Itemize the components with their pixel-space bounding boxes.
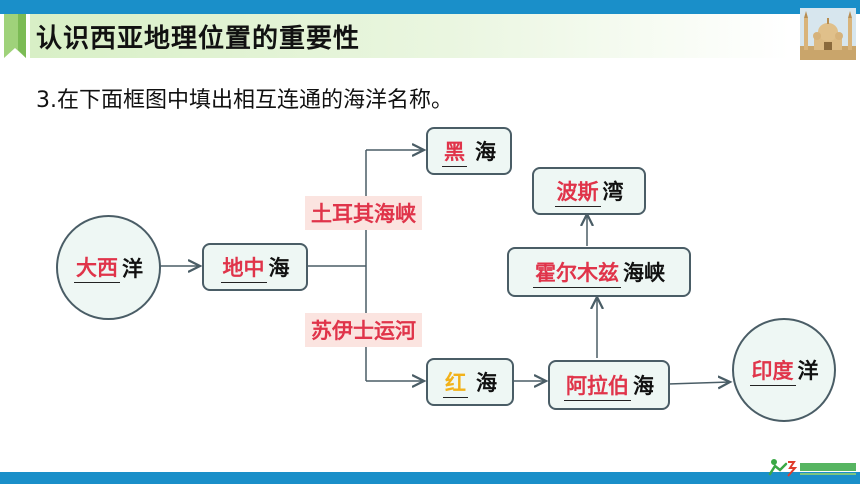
- hormuz-suffix: 海峡: [623, 261, 665, 285]
- mediterranean-answer: 地中: [220, 252, 267, 283]
- indian-ocean-suffix: 洋: [797, 359, 819, 383]
- red-sea-suffix: 海: [476, 371, 497, 395]
- node-mediterranean: 地中海: [202, 243, 308, 291]
- node-arabian-sea: 阿拉伯海: [548, 360, 670, 410]
- persian-gulf-answer: 波斯: [554, 176, 601, 207]
- publisher-logo-icon: [768, 459, 856, 477]
- arabian-sea-answer: 阿拉伯: [564, 370, 631, 401]
- hormuz-answer: 霍尔木兹: [533, 257, 621, 288]
- indian-ocean-answer: 印度: [749, 355, 796, 386]
- node-indian-ocean: 印度洋: [732, 318, 836, 422]
- turkish-strait-label: 土耳其海峡: [305, 196, 422, 230]
- slide-title: 认识西亚地理位置的重要性: [36, 24, 361, 54]
- node-black-sea: 黑海: [426, 127, 512, 175]
- top-bar: [0, 0, 860, 14]
- bottom-bar: [0, 472, 860, 484]
- node-red-sea: 红海: [426, 358, 514, 406]
- mediterranean-suffix: 海: [268, 256, 290, 280]
- black-sea-answer: 黑: [442, 136, 467, 167]
- title-flag-icon: [4, 14, 26, 58]
- node-atlantic: 大西洋: [56, 215, 161, 320]
- question-text: 3.在下面框图中填出相互连通的海洋名称。: [36, 88, 453, 113]
- atlantic-answer: 大西: [74, 252, 120, 283]
- node-persian-gulf: 波斯湾: [532, 167, 646, 215]
- title-banner: [30, 14, 790, 58]
- suez-canal-label: 苏伊士运河: [305, 313, 422, 347]
- node-hormuz: 霍尔木兹海峡: [507, 247, 691, 297]
- arabian-sea-suffix: 海: [633, 374, 654, 398]
- persian-gulf-suffix: 湾: [602, 180, 624, 204]
- red-sea-answer: 红: [443, 367, 468, 398]
- mosque-image: [800, 8, 856, 60]
- atlantic-suffix: 洋: [122, 256, 143, 281]
- black-sea-suffix: 海: [475, 140, 496, 164]
